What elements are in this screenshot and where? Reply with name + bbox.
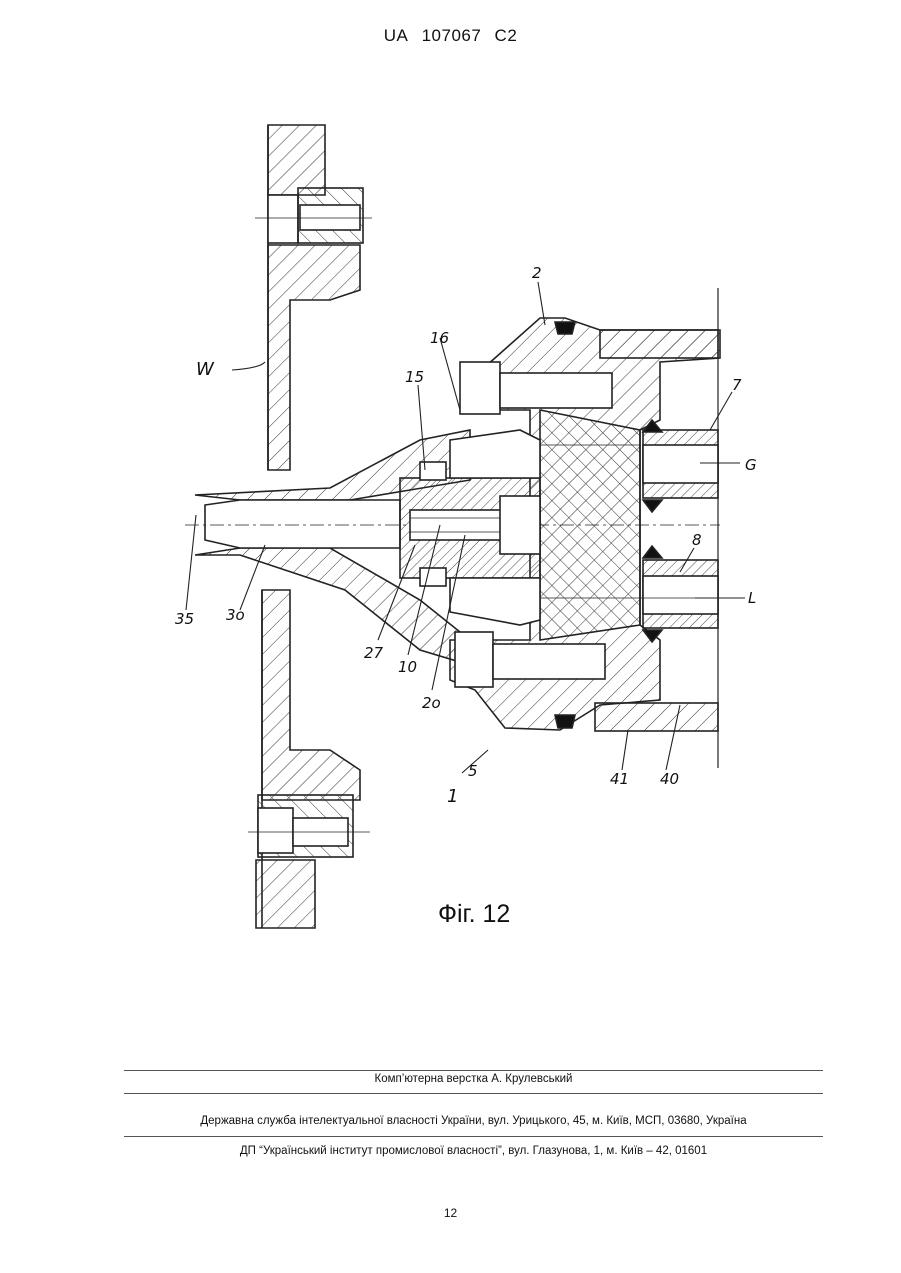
port-g-bore bbox=[643, 445, 718, 483]
flange-bottom bbox=[595, 703, 718, 731]
label-27: 27 bbox=[364, 644, 384, 662]
seal-top bbox=[555, 322, 575, 334]
label-35: 35 bbox=[175, 610, 194, 628]
footer-institute: ДП “Український інститут промислової вла… bbox=[124, 1145, 823, 1157]
seal-bottom bbox=[555, 715, 575, 728]
label-5: 5 bbox=[468, 762, 478, 780]
leader-7 bbox=[710, 392, 732, 430]
label-10: 10 bbox=[398, 658, 417, 676]
label-30: 3o bbox=[226, 606, 245, 624]
footer-office: Державна служба інтелектуальної власност… bbox=[124, 1115, 823, 1127]
label-l: L bbox=[748, 589, 756, 607]
leader-41 bbox=[622, 730, 628, 770]
footer-layout-credit: Комп’ютерна верстка А. Крулевський bbox=[124, 1073, 823, 1085]
figure-caption: Фіг. 12 bbox=[438, 900, 510, 929]
page-number: 12 bbox=[0, 1206, 901, 1220]
leader-16 bbox=[440, 338, 460, 410]
wall-plate-lower bbox=[262, 590, 360, 800]
footer-rule-top bbox=[124, 1070, 823, 1071]
nozzle-bore bbox=[205, 500, 400, 548]
leader-35 bbox=[186, 515, 196, 610]
label-1: 1 bbox=[447, 786, 458, 807]
housing-bolt-bottom-head bbox=[455, 632, 493, 687]
label-7: 7 bbox=[732, 376, 742, 394]
footer-rule-bottom bbox=[124, 1136, 823, 1137]
wall-plate-mid bbox=[268, 245, 360, 470]
label-41: 41 bbox=[610, 770, 629, 788]
wall-plate-bottom bbox=[256, 860, 315, 928]
seal-l bbox=[643, 546, 662, 558]
footer-rule-middle bbox=[124, 1093, 823, 1094]
label-8: 8 bbox=[692, 531, 702, 549]
lower-bolt-head bbox=[258, 808, 293, 853]
housing-bolt-bottom-shank bbox=[493, 644, 605, 679]
insert-nut-left bbox=[420, 462, 446, 480]
label-20: 2o bbox=[422, 694, 441, 712]
insert-collar bbox=[500, 496, 540, 554]
label-40: 40 bbox=[660, 770, 679, 788]
label-w: W bbox=[196, 359, 215, 380]
label-g: G bbox=[745, 456, 757, 474]
channel-lower bbox=[450, 578, 540, 625]
housing-cavity bbox=[540, 410, 640, 640]
seal-g bbox=[643, 500, 662, 512]
housing-bolt-top-head bbox=[460, 362, 500, 414]
wall-plate-upper bbox=[268, 125, 325, 195]
insert-nut-left-bottom bbox=[420, 568, 446, 586]
housing-bolt-top-shank bbox=[500, 373, 612, 408]
label-15: 15 bbox=[405, 368, 424, 386]
upper-bolt-shank bbox=[300, 205, 360, 230]
upper-bolt-head bbox=[268, 195, 298, 243]
label-16: 16 bbox=[430, 329, 449, 347]
label-2: 2 bbox=[532, 264, 542, 282]
flange-top bbox=[600, 330, 718, 358]
leader-w bbox=[232, 362, 265, 370]
port-l-bore bbox=[643, 576, 718, 614]
